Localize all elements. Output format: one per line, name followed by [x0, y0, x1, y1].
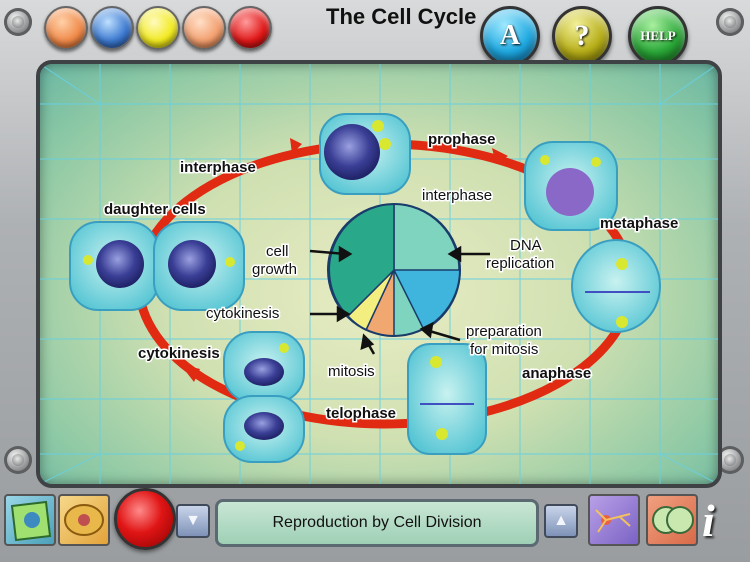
anaphase-cell-upper	[571, 239, 661, 333]
orange-dot-button[interactable]	[44, 6, 88, 50]
pie-labels: interphase cell growth DNA replication c…	[205, 186, 556, 382]
question-label: ?	[574, 19, 590, 52]
cycle-labels: interphase prophase metaphase anaphase t…	[103, 130, 680, 424]
label-arrows	[309, 245, 490, 355]
label-prophase: prophase	[428, 131, 496, 148]
label-interphase-outer: interphase	[180, 159, 256, 176]
metaphase-cell	[524, 141, 618, 231]
label-metaphase: metaphase	[600, 215, 678, 232]
chevron-up-icon: ▲	[553, 512, 569, 529]
bottom-toolbar: ▼ Reproduction by Cell Division ▲ i	[0, 486, 750, 562]
cell-division-icon	[652, 506, 694, 534]
bolt-icon	[716, 8, 744, 36]
bolt-icon	[4, 446, 32, 474]
neuron-icon	[595, 509, 631, 533]
bolt-icon	[4, 8, 32, 36]
blue-dot-button[interactable]	[90, 6, 134, 50]
label-interphase: interphase	[422, 187, 492, 204]
answer-button[interactable]: A	[480, 6, 540, 66]
cycle-arrowhead	[290, 138, 302, 154]
label-preparation-1: preparation	[466, 323, 542, 340]
prophase-cell	[319, 113, 411, 195]
answer-label: A	[499, 20, 521, 51]
animal-cell-icon	[64, 504, 104, 536]
cycle-arrowhead	[492, 148, 508, 164]
top-toolbar: The Cell Cycle A ? HELP	[34, 0, 716, 66]
label-cytokinesis: cytokinesis	[206, 305, 279, 322]
record-button[interactable]	[114, 488, 176, 550]
caption-box: Reproduction by Cell Division	[215, 499, 539, 547]
page-title: The Cell Cycle	[326, 4, 477, 29]
label-cell-growth-1: cell	[266, 243, 289, 260]
cycle-arrowhead	[180, 364, 200, 382]
diagram-stage: interphase prophase metaphase anaphase t…	[36, 60, 722, 488]
yellow-dot-button[interactable]	[136, 6, 180, 50]
question-button[interactable]: ?	[552, 6, 612, 66]
label-cytokinesis-outer: cytokinesis	[138, 345, 220, 362]
telophase-cell	[223, 331, 305, 463]
label-dna-2: replication	[486, 255, 554, 272]
next-button[interactable]: ▲	[544, 504, 578, 538]
label-mitosis: mitosis	[328, 363, 375, 380]
previous-button[interactable]: ▼	[176, 504, 210, 538]
label-anaphase: anaphase	[522, 365, 591, 382]
label-daughter-cells: daughter cells	[104, 201, 206, 218]
anaphase-cell	[407, 343, 487, 455]
label-cell-growth-2: growth	[252, 261, 297, 278]
daughter-cells	[69, 221, 245, 311]
cell-cycle-diagram: interphase prophase metaphase anaphase t…	[40, 64, 718, 484]
label-preparation-2: for mitosis	[470, 341, 538, 358]
cell-division-thumbnail-button[interactable]	[646, 494, 698, 546]
info-icon[interactable]: i	[702, 495, 715, 546]
peach-dot-button[interactable]	[182, 6, 226, 50]
label-telophase: telophase	[326, 405, 396, 422]
red-dot-button[interactable]	[228, 6, 272, 50]
caption-text: Reproduction by Cell Division	[272, 514, 482, 531]
label-dna-1: DNA	[510, 237, 542, 254]
neuron-thumbnail-button[interactable]	[588, 494, 640, 546]
cycle-pie-chart	[327, 203, 461, 337]
chevron-down-icon: ▼	[185, 512, 201, 529]
plant-cell-icon	[10, 500, 52, 542]
plant-cell-thumbnail-button[interactable]	[4, 494, 56, 546]
help-button[interactable]: HELP	[628, 6, 688, 66]
animal-cell-thumbnail-button[interactable]	[58, 494, 110, 546]
help-label: HELP	[640, 28, 676, 43]
